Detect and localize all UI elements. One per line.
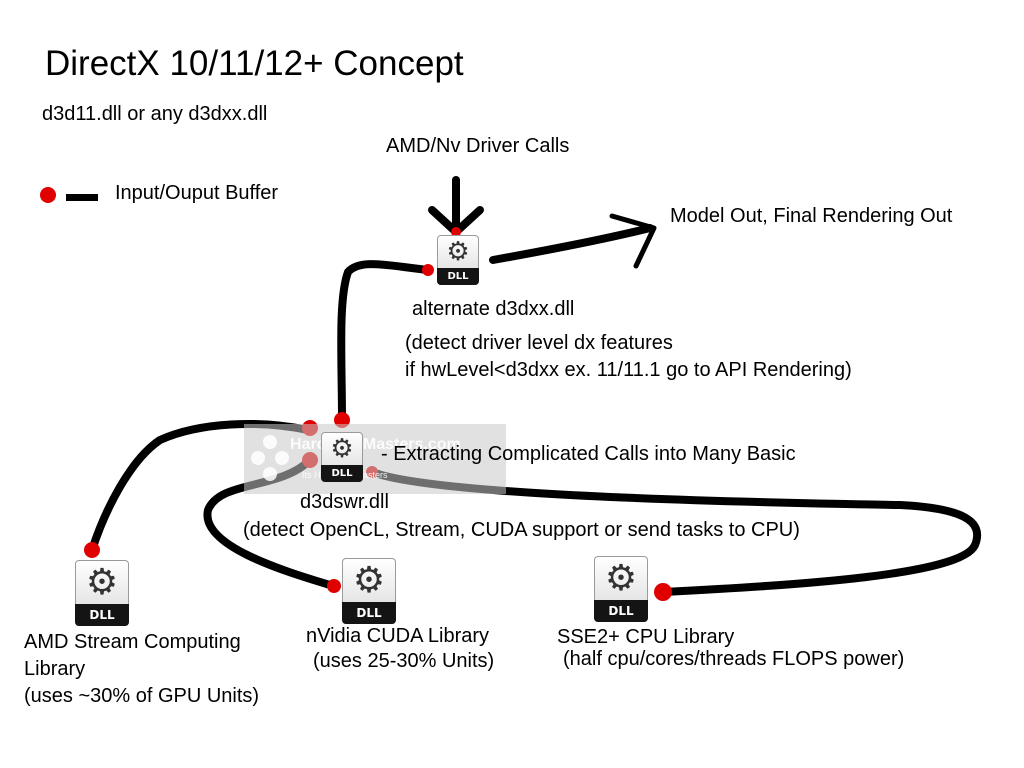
port-nvidia <box>327 579 341 593</box>
d3dswr-note: (detect OpenCL, Stream, CUDA support or … <box>243 519 800 541</box>
alt-to-swr-wire <box>337 260 432 424</box>
nvidia-dll-icon: ⚙ DLL <box>336 558 402 624</box>
port-cpu <box>654 583 672 601</box>
port-amd <box>84 542 100 558</box>
extract-note: - Extracting Complicated Calls into Many… <box>381 443 796 465</box>
gear-icon: ⚙ <box>604 558 638 599</box>
alternate-dll-icon: ⚙ DLL <box>433 235 483 285</box>
amd-label-line3: (uses ~30% of GPU Units) <box>24 685 260 707</box>
cpu-label-line2: (half cpu/cores/threads FLOPS power) <box>563 648 905 670</box>
amd-label-line2: Library <box>24 658 86 680</box>
cpu-dll-icon: ⚙ DLL <box>588 556 654 622</box>
nvidia-label-line2: (uses 25-30% Units) <box>313 650 495 672</box>
nvidia-label-line1: nVidia CUDA Library <box>306 625 490 647</box>
alternate-note-line2: if hwLevel<d3dxx ex. 11/11.1 go to API R… <box>405 359 852 381</box>
port-alt-left <box>422 264 434 276</box>
model-out-label: Model Out, Final Rendering Out <box>670 205 953 227</box>
alternate-dll-name: alternate d3dxx.dll <box>412 298 575 320</box>
amd-label-line1: AMD Stream Computing <box>24 631 241 653</box>
legend-line-icon <box>66 194 98 201</box>
driver-calls-label: AMD/Nv Driver Calls <box>386 135 570 157</box>
amd-dll-icon: ⚙ DLL <box>69 560 135 626</box>
gear-icon: ⚙ <box>330 434 354 464</box>
gear-icon: ⚙ <box>85 562 119 603</box>
cpu-label-line1: SSE2+ CPU Library <box>557 626 735 648</box>
gear-icon: ⚙ <box>352 560 386 601</box>
watermark-logo-icon <box>251 435 289 481</box>
output-arrow-head <box>609 213 657 269</box>
dll-badge: DLL <box>342 602 396 624</box>
legend-label: Input/Ouput Buffer <box>115 182 279 204</box>
dll-badge: DLL <box>75 604 129 626</box>
d3dswr-dll-name: d3dswr.dll <box>300 491 389 513</box>
alternate-note-line1: (detect driver level dx features <box>405 332 673 354</box>
port-alt-top <box>451 227 461 237</box>
d3dswr-dll-icon: ⚙ DLL <box>317 432 367 482</box>
dll-badge: DLL <box>437 268 479 285</box>
gear-icon: ⚙ <box>446 237 470 267</box>
dll-badge: DLL <box>594 600 648 622</box>
dll-badge: DLL <box>321 465 363 482</box>
page-title: DirectX 10/11/12+ Concept <box>45 44 464 83</box>
output-wire <box>489 224 654 264</box>
page-subtitle: d3d11.dll or any d3dxx.dll <box>42 103 268 125</box>
legend-port-icon <box>40 187 56 203</box>
